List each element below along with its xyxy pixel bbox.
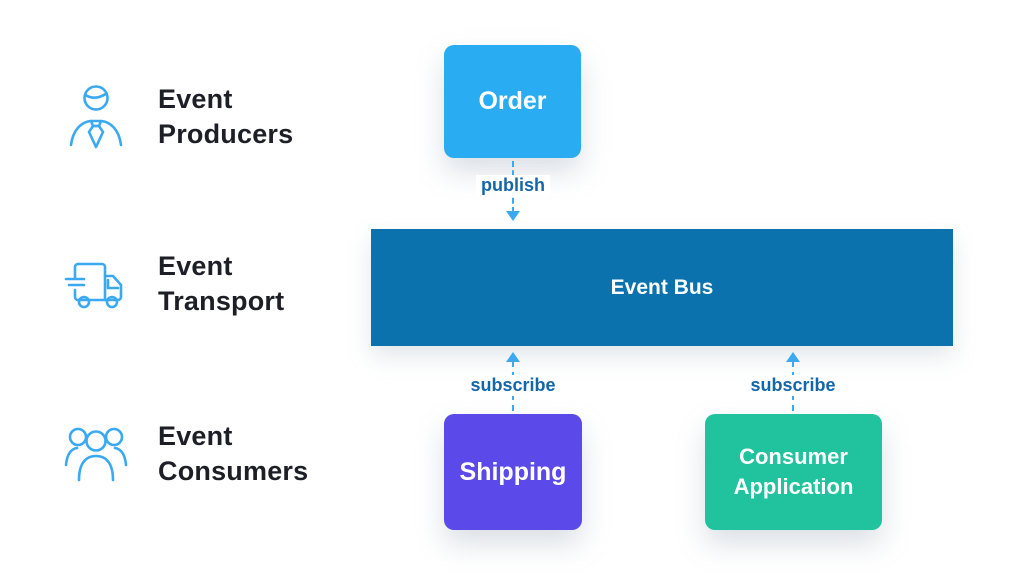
subscribe-right-edge-label: subscribe	[745, 375, 841, 396]
legend-label-line1: Event	[158, 421, 233, 451]
subscribe-left-edge-label: subscribe	[465, 375, 561, 396]
node-event-bus-label: Event Bus	[610, 275, 714, 299]
people-icon	[64, 420, 128, 488]
node-shipping-label: Shipping	[459, 457, 567, 486]
legend-row-event-producers: Event Producers	[64, 82, 293, 152]
legend-row-event-consumers: Event Consumers	[64, 419, 308, 489]
legend-label-event-producers: Event Producers	[158, 82, 293, 152]
node-consumer-application-label: Consumer Application	[734, 442, 854, 502]
node-consumer-application-line2: Application	[733, 474, 854, 499]
person-icon	[64, 83, 128, 151]
legend-label-line1: Event	[158, 251, 233, 281]
node-consumer-application: Consumer Application	[705, 414, 882, 530]
legend-label-line2: Transport	[158, 286, 285, 316]
node-order-label: Order	[478, 87, 547, 115]
legend-label-line2: Producers	[158, 119, 294, 149]
publish-arrowhead-down-icon	[506, 211, 520, 221]
subscribe-right-arrowhead-up-icon	[786, 352, 800, 362]
legend-row-event-transport: Event Transport	[64, 249, 284, 319]
subscribe-left-arrowhead-up-icon	[506, 352, 520, 362]
node-order: Order	[444, 45, 581, 158]
legend-label-line1: Event	[158, 84, 233, 114]
node-consumer-application-line1: Consumer	[739, 444, 848, 469]
node-shipping: Shipping	[444, 414, 582, 530]
legend-label-line2: Consumers	[158, 456, 309, 486]
legend-label-event-transport: Event Transport	[158, 249, 284, 319]
legend-label-event-consumers: Event Consumers	[158, 419, 308, 489]
node-event-bus: Event Bus	[371, 229, 953, 346]
publish-edge-label: publish	[476, 175, 550, 196]
truck-icon	[64, 250, 128, 318]
